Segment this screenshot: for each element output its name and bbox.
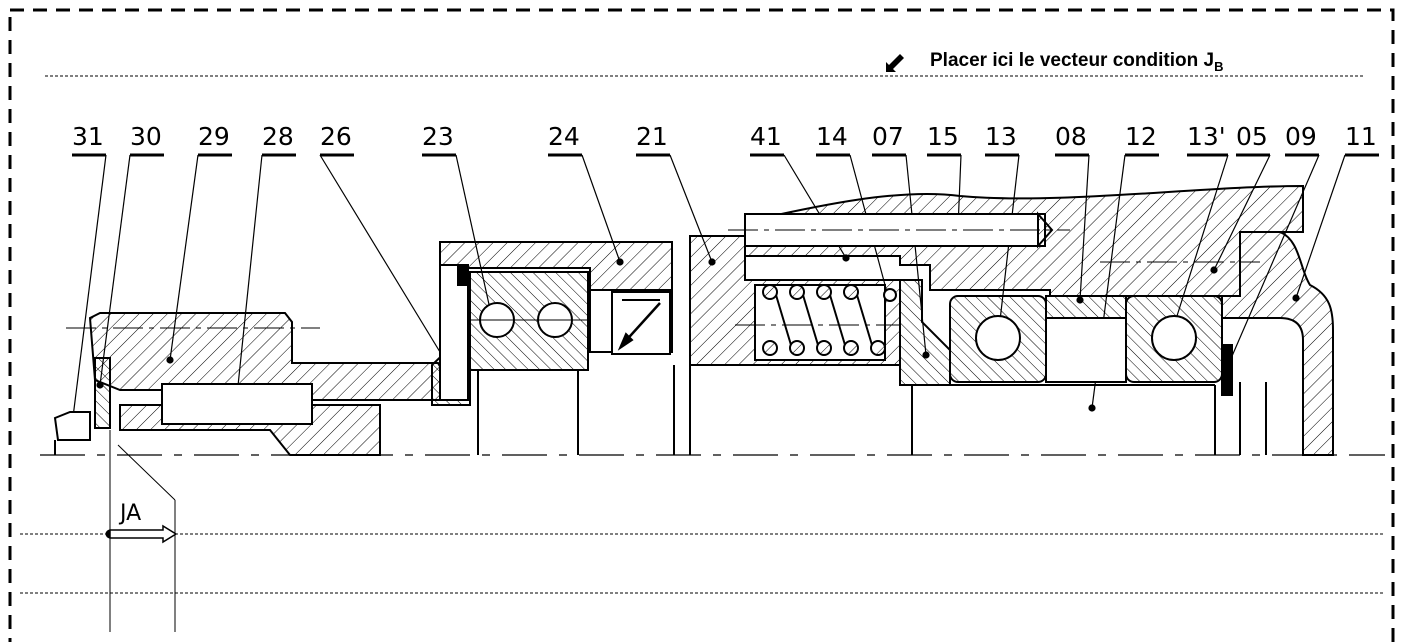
part-label-09: 09 <box>1285 122 1317 151</box>
bearing-13 <box>949 295 1047 383</box>
part-label-08: 08 <box>1055 122 1087 151</box>
part-label-21: 21 <box>636 122 668 151</box>
part-label-15: 15 <box>927 122 959 151</box>
part-label-24: 24 <box>548 122 580 151</box>
part-label-13: 13 <box>985 122 1017 151</box>
frame-border <box>8 8 1395 642</box>
ja-extension-slant <box>117 444 176 501</box>
housing-24 <box>439 241 673 455</box>
part-label-41: 41 <box>750 122 782 151</box>
cone-21-spring-41 <box>673 235 901 455</box>
part-label-23: 23 <box>422 122 454 151</box>
spacer-08 <box>1045 295 1127 383</box>
part-label-29: 29 <box>198 122 230 151</box>
housing-05 <box>728 184 1304 297</box>
part-label-30: 30 <box>130 122 162 151</box>
bearing-13prime <box>1125 295 1223 383</box>
part-label-26: 26 <box>320 122 352 151</box>
part-label-11: 11 <box>1345 122 1377 151</box>
ja-label: JA <box>118 501 141 526</box>
ring-07 <box>899 279 951 386</box>
part-label-12: 12 <box>1125 122 1157 151</box>
instruction-subscript: B <box>1214 59 1223 74</box>
part-labels: 31 30 29 28 26 23 24 21 41 14 07 15 13 0… <box>72 122 1377 151</box>
ja-vector-arrow <box>109 524 178 544</box>
part-label-31: 31 <box>72 122 104 151</box>
part-label-14: 14 <box>816 122 848 151</box>
part-label-13prime: 13' <box>1187 122 1226 151</box>
condition-ja: JA <box>20 430 1385 632</box>
part-label-05: 05 <box>1236 122 1268 151</box>
shaft-12 <box>905 384 1216 455</box>
pencil-icon <box>886 54 904 72</box>
instruction-text: Placer ici le vecteur condition J <box>930 50 1214 71</box>
part-label-28: 28 <box>262 122 294 151</box>
cover-11 <box>1221 231 1334 456</box>
left-shaft-assembly <box>53 312 471 456</box>
svg-text:Placer ici le vecteur conditio: Placer ici le vecteur condition JB <box>930 50 1223 74</box>
instruction-bar: Placer ici le vecteur condition JB <box>45 50 1365 77</box>
part-label-07: 07 <box>872 122 904 151</box>
spring-coils <box>762 284 886 356</box>
